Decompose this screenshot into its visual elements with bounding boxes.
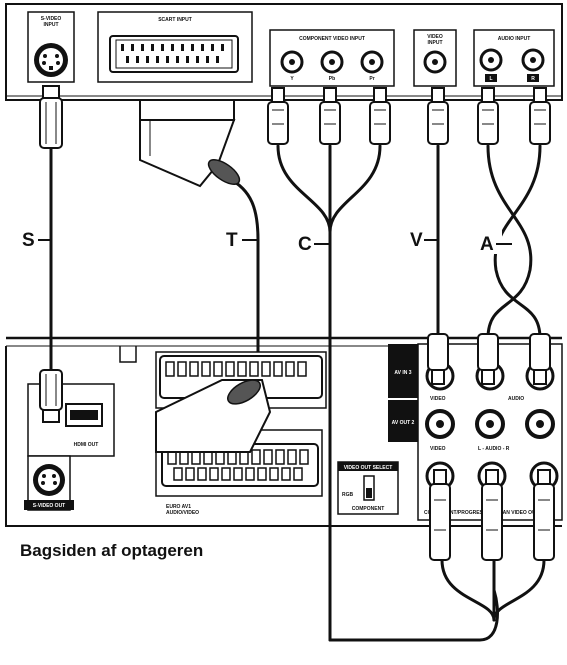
- video-input-label-2: INPUT: [428, 40, 443, 46]
- svideo-input-label-2: INPUT: [44, 22, 59, 28]
- scart-input-connector: SCART INPUT: [97, 11, 253, 83]
- av-in-video-label: VIDEO: [430, 396, 446, 402]
- audio-input-jacks: AUDIO INPUT L R: [473, 29, 555, 87]
- cable-labels: S T C V A: [20, 226, 512, 255]
- component-video-input-label: COMPONENT VIDEO INPUT: [299, 36, 365, 42]
- svideo-input-jack: S-VIDEO INPUT: [27, 11, 75, 83]
- component-jack-y-label: Y: [290, 76, 294, 82]
- svideo-input-label-1: S-VIDEO: [41, 16, 62, 22]
- component-jack-pr-label: Pr: [369, 76, 374, 82]
- component-jack-pb-label: Pb: [329, 76, 335, 82]
- component-label: COMPONENT: [352, 506, 385, 512]
- svideo-out-label: S-VIDEO OUT: [33, 503, 66, 509]
- recorder-scart-sockets: EURO AV1 AUDIO/VIDEO: [155, 355, 323, 516]
- audio-cable-left: [486, 144, 533, 340]
- av-in-label: AV IN 3: [394, 370, 411, 376]
- video-input-jack: VIDEO INPUT: [413, 29, 457, 87]
- video-input-label-1: VIDEO: [427, 34, 443, 40]
- top-plugs: [39, 85, 551, 188]
- cable-label-s: S: [22, 230, 35, 251]
- recorder-svideo-hdmi: HDMI OUT S-VIDEO OUT: [24, 369, 115, 511]
- audio-cable-right: [493, 144, 542, 340]
- scart-cable: [226, 176, 260, 374]
- cable-label-a: A: [480, 234, 494, 255]
- av-out-label: AV OUT 2: [392, 420, 415, 426]
- video-out-select-label: VIDEO OUT SELECT: [344, 465, 393, 471]
- av-in-plugs: [427, 333, 551, 385]
- euro-av1-label-1: EURO AV1: [166, 504, 191, 510]
- component-cable-pr: [328, 144, 382, 234]
- av-out-audio-label: L - AUDIO - R: [478, 446, 510, 452]
- av-in-audio-label: AUDIO: [508, 396, 524, 402]
- video-out-select-switch: VIDEO OUT SELECT RGB COMPONENT: [337, 461, 399, 515]
- audio-input-label: AUDIO INPUT: [498, 36, 531, 42]
- av-out-video-label: VIDEO: [430, 446, 446, 452]
- audio-jack-r-label: R: [531, 76, 535, 82]
- euro-av1-label-2: AUDIO/VIDEO: [166, 510, 199, 516]
- caption: Bagsiden af optageren: [20, 541, 203, 560]
- component-video-input-jacks: COMPONENT VIDEO INPUT Y Pb Pr: [269, 29, 395, 87]
- cable-label-t: T: [226, 230, 238, 251]
- cables: [49, 144, 546, 642]
- hdmi-out-label: HDMI OUT: [74, 442, 99, 448]
- component-cable-loop: [328, 588, 499, 642]
- rgb-label: RGB: [342, 492, 354, 498]
- cable-label-v: V: [410, 230, 423, 251]
- scart-input-label: SCART INPUT: [158, 17, 192, 23]
- audio-jack-l-label: L: [489, 76, 492, 82]
- component-out-plugs: [429, 469, 555, 561]
- component-cable-y: [276, 144, 332, 234]
- cable-label-c: C: [298, 234, 312, 255]
